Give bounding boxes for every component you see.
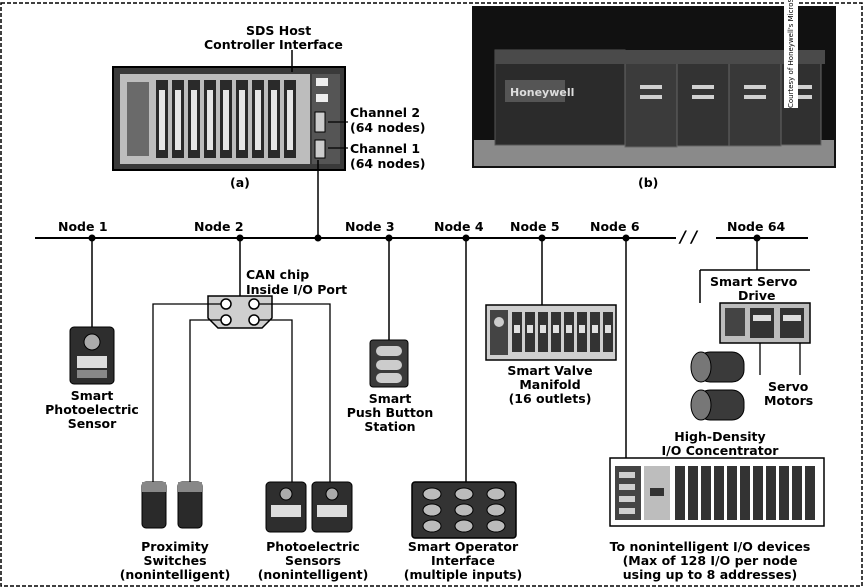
io-label-3: using up to 8 addresses) [590,568,830,582]
pe-label-3: (nonintelligent) [244,568,382,582]
servo-motors-label-2: Motors [764,394,813,408]
photo-sensor-label-1: Smart [52,389,132,403]
concentrator-label-2: I/O Concentrator [630,444,810,458]
sds-host-controller-image [113,67,345,170]
photo-credit: Courtesy of Honeywell's MicroSwitch Divi… [784,0,798,108]
smart-photoelectric-sensor [70,327,114,384]
high-density-io-concentrator [610,458,824,526]
photo-brand: Honeywell [510,86,574,100]
node-label-1: Node 1 [58,220,108,234]
operator-label-2: Interface [388,554,538,568]
caption-b: (b) [638,176,658,190]
can-chip-cables [153,304,330,482]
photoelectric-sensors [266,482,352,532]
push-button-label-2: Push Button [340,406,440,420]
servo-drive-label-2: Drive [738,289,775,303]
smart-push-button-station [370,340,408,387]
can-chip-label-2: Inside I/O Port [246,283,347,297]
valve-label-3: (16 outlets) [480,392,620,406]
io-label-2: (Max of 128 I/O per node [590,554,830,568]
servo-motors [691,352,744,420]
photo-sensor-label-3: Sensor [52,417,132,431]
proximity-switches [142,482,202,528]
node-label-5: Node 5 [510,220,560,234]
photo-sensor-label-2: Photoelectric [42,403,142,417]
prox-label-3: (nonintelligent) [112,568,238,582]
sds-label-line2: Controller Interface [204,38,343,52]
io-label-1: To nonintelligent I/O devices [590,540,830,554]
pe-label-2: Sensors [248,554,378,568]
concentrator-label-1: High-Density [630,430,810,444]
node-label-3: Node 3 [345,220,395,234]
valve-label-2: Manifold [480,378,620,392]
smart-servo-drive [720,303,810,343]
node-label-6: Node 6 [590,220,640,234]
servo-motors-label-1: Servo [768,380,808,394]
sds-label-line1: SDS Host [246,24,311,38]
operator-label-1: Smart Operator [388,540,538,554]
channel2-nodes: (64 nodes) [350,121,426,135]
channel1-label: Channel 1 [350,142,420,156]
prox-label-1: Proximity [120,540,230,554]
valve-label-1: Smart Valve [480,364,620,378]
pe-label-1: Photoelectric [248,540,378,554]
channel2-label: Channel 2 [350,106,420,120]
operator-label-3: (multiple inputs) [388,568,538,582]
smart-valve-manifold [486,305,616,360]
can-chip-label-1: CAN chip [246,268,309,282]
can-chip-port [208,296,272,328]
node-label-2: Node 2 [194,220,244,234]
prox-label-2: Switches [120,554,230,568]
servo-cables [760,343,800,375]
smart-operator-interface [412,482,516,538]
node-label-4: Node 4 [434,220,484,234]
push-button-label-3: Station [340,420,440,434]
node-label-64: Node 64 [727,220,785,234]
push-button-label-1: Smart [340,392,440,406]
caption-a: (a) [230,176,250,190]
servo-drive-label-1: Smart Servo [710,275,797,289]
channel1-nodes: (64 nodes) [350,157,426,171]
bus-break-symbol: / / [680,230,697,244]
